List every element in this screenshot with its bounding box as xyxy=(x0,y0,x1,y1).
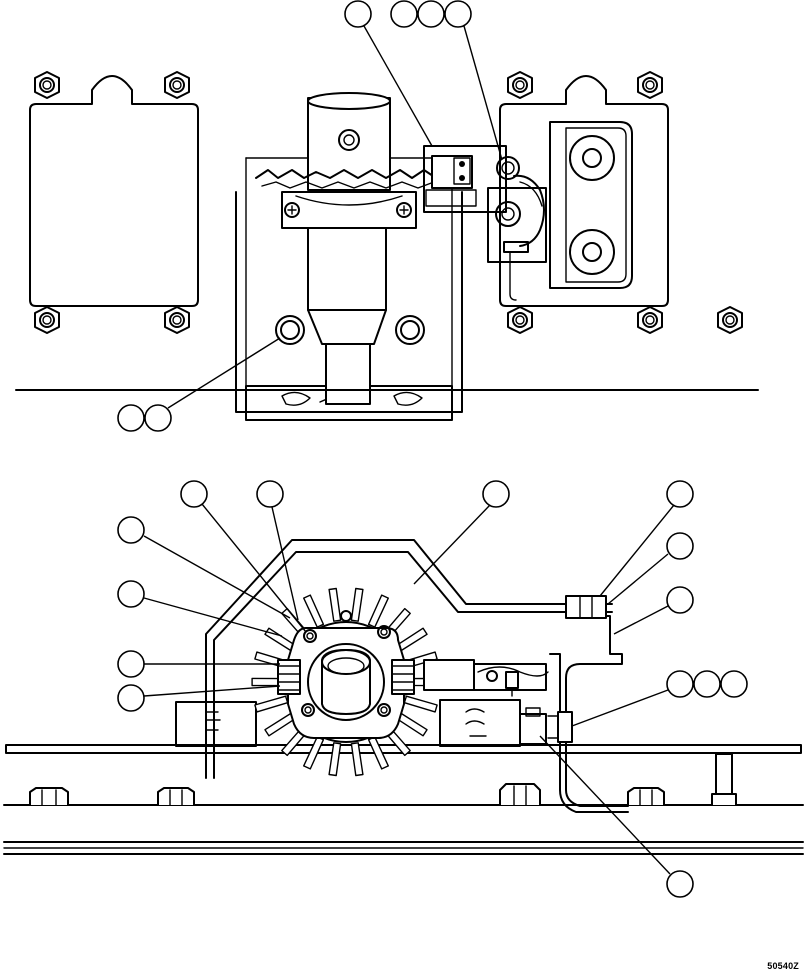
callout-balloon xyxy=(666,586,694,614)
bottom-callout-11 xyxy=(571,670,748,727)
wheel-tooth xyxy=(350,587,364,622)
callout-balloon xyxy=(144,404,172,432)
nut-left-bl xyxy=(34,306,60,334)
wheel-tooth xyxy=(328,742,342,777)
bottom-callout-12 xyxy=(539,735,694,898)
rail-bolt-heads xyxy=(29,753,737,806)
callout-balloon xyxy=(117,650,145,678)
callout-balloon xyxy=(417,0,445,28)
cover-bracket xyxy=(205,539,613,779)
bottom-callout-8 xyxy=(599,480,694,597)
callout-balloon xyxy=(256,480,284,508)
bottom-switch xyxy=(423,659,549,697)
callout-balloon xyxy=(693,670,721,698)
left-relay-cover xyxy=(29,71,199,334)
nut-left-br xyxy=(164,306,190,334)
switch-assembly xyxy=(423,145,547,301)
nut-right-tr xyxy=(637,71,663,99)
callout-balloon xyxy=(180,480,208,508)
bottom-callout-3 xyxy=(117,516,291,619)
callout-balloon xyxy=(666,480,694,508)
callout-balloon xyxy=(117,516,145,544)
callout-balloon xyxy=(666,532,694,560)
bottom-callout-1 xyxy=(180,480,307,633)
bottom-view xyxy=(3,480,804,898)
right-relay-cover xyxy=(499,71,743,334)
top-callout-group-1 xyxy=(344,0,503,161)
wheel-tooth xyxy=(328,587,342,622)
callout-balloon xyxy=(482,480,510,508)
callout-balloon xyxy=(666,870,694,898)
wheel-tooth xyxy=(367,594,389,628)
shaft-bracket xyxy=(235,157,463,421)
top-view xyxy=(15,0,759,432)
nut-loose xyxy=(717,306,743,334)
callout-balloon xyxy=(117,580,145,608)
callout-balloon xyxy=(344,0,372,28)
figure-code: 50540Z xyxy=(767,961,799,971)
callout-balloon xyxy=(117,404,145,432)
wheel-tooth xyxy=(350,742,364,777)
bottom-callout-6 xyxy=(117,684,281,712)
base-rails xyxy=(3,744,804,855)
bottom-callout-5 xyxy=(117,650,280,678)
callout-balloon xyxy=(720,670,748,698)
top-callout-group-2 xyxy=(117,337,281,432)
l-bracket xyxy=(519,595,629,813)
bottom-callout-9 xyxy=(607,532,694,605)
callout-balloon xyxy=(390,0,418,28)
shaft-assembly xyxy=(255,92,449,405)
bottom-callout-2 xyxy=(256,480,299,621)
callout-balloon xyxy=(444,0,472,28)
wheel-tooth xyxy=(403,695,438,713)
nut-left-tr xyxy=(164,71,190,99)
wheel-tooth xyxy=(303,594,325,628)
callout-balloon xyxy=(666,670,694,698)
bottom-callout-10 xyxy=(613,586,694,635)
bottom-callout-7 xyxy=(413,480,510,585)
nut-left-tl xyxy=(34,71,60,99)
bottom-callout-4 xyxy=(117,580,283,637)
nut-right-bl xyxy=(507,306,533,334)
nut-right-tl xyxy=(507,71,533,99)
nut-right-br xyxy=(637,306,663,334)
wheel-tooth xyxy=(254,695,289,713)
toothed-wheel xyxy=(251,587,441,777)
callout-balloon xyxy=(117,684,145,712)
